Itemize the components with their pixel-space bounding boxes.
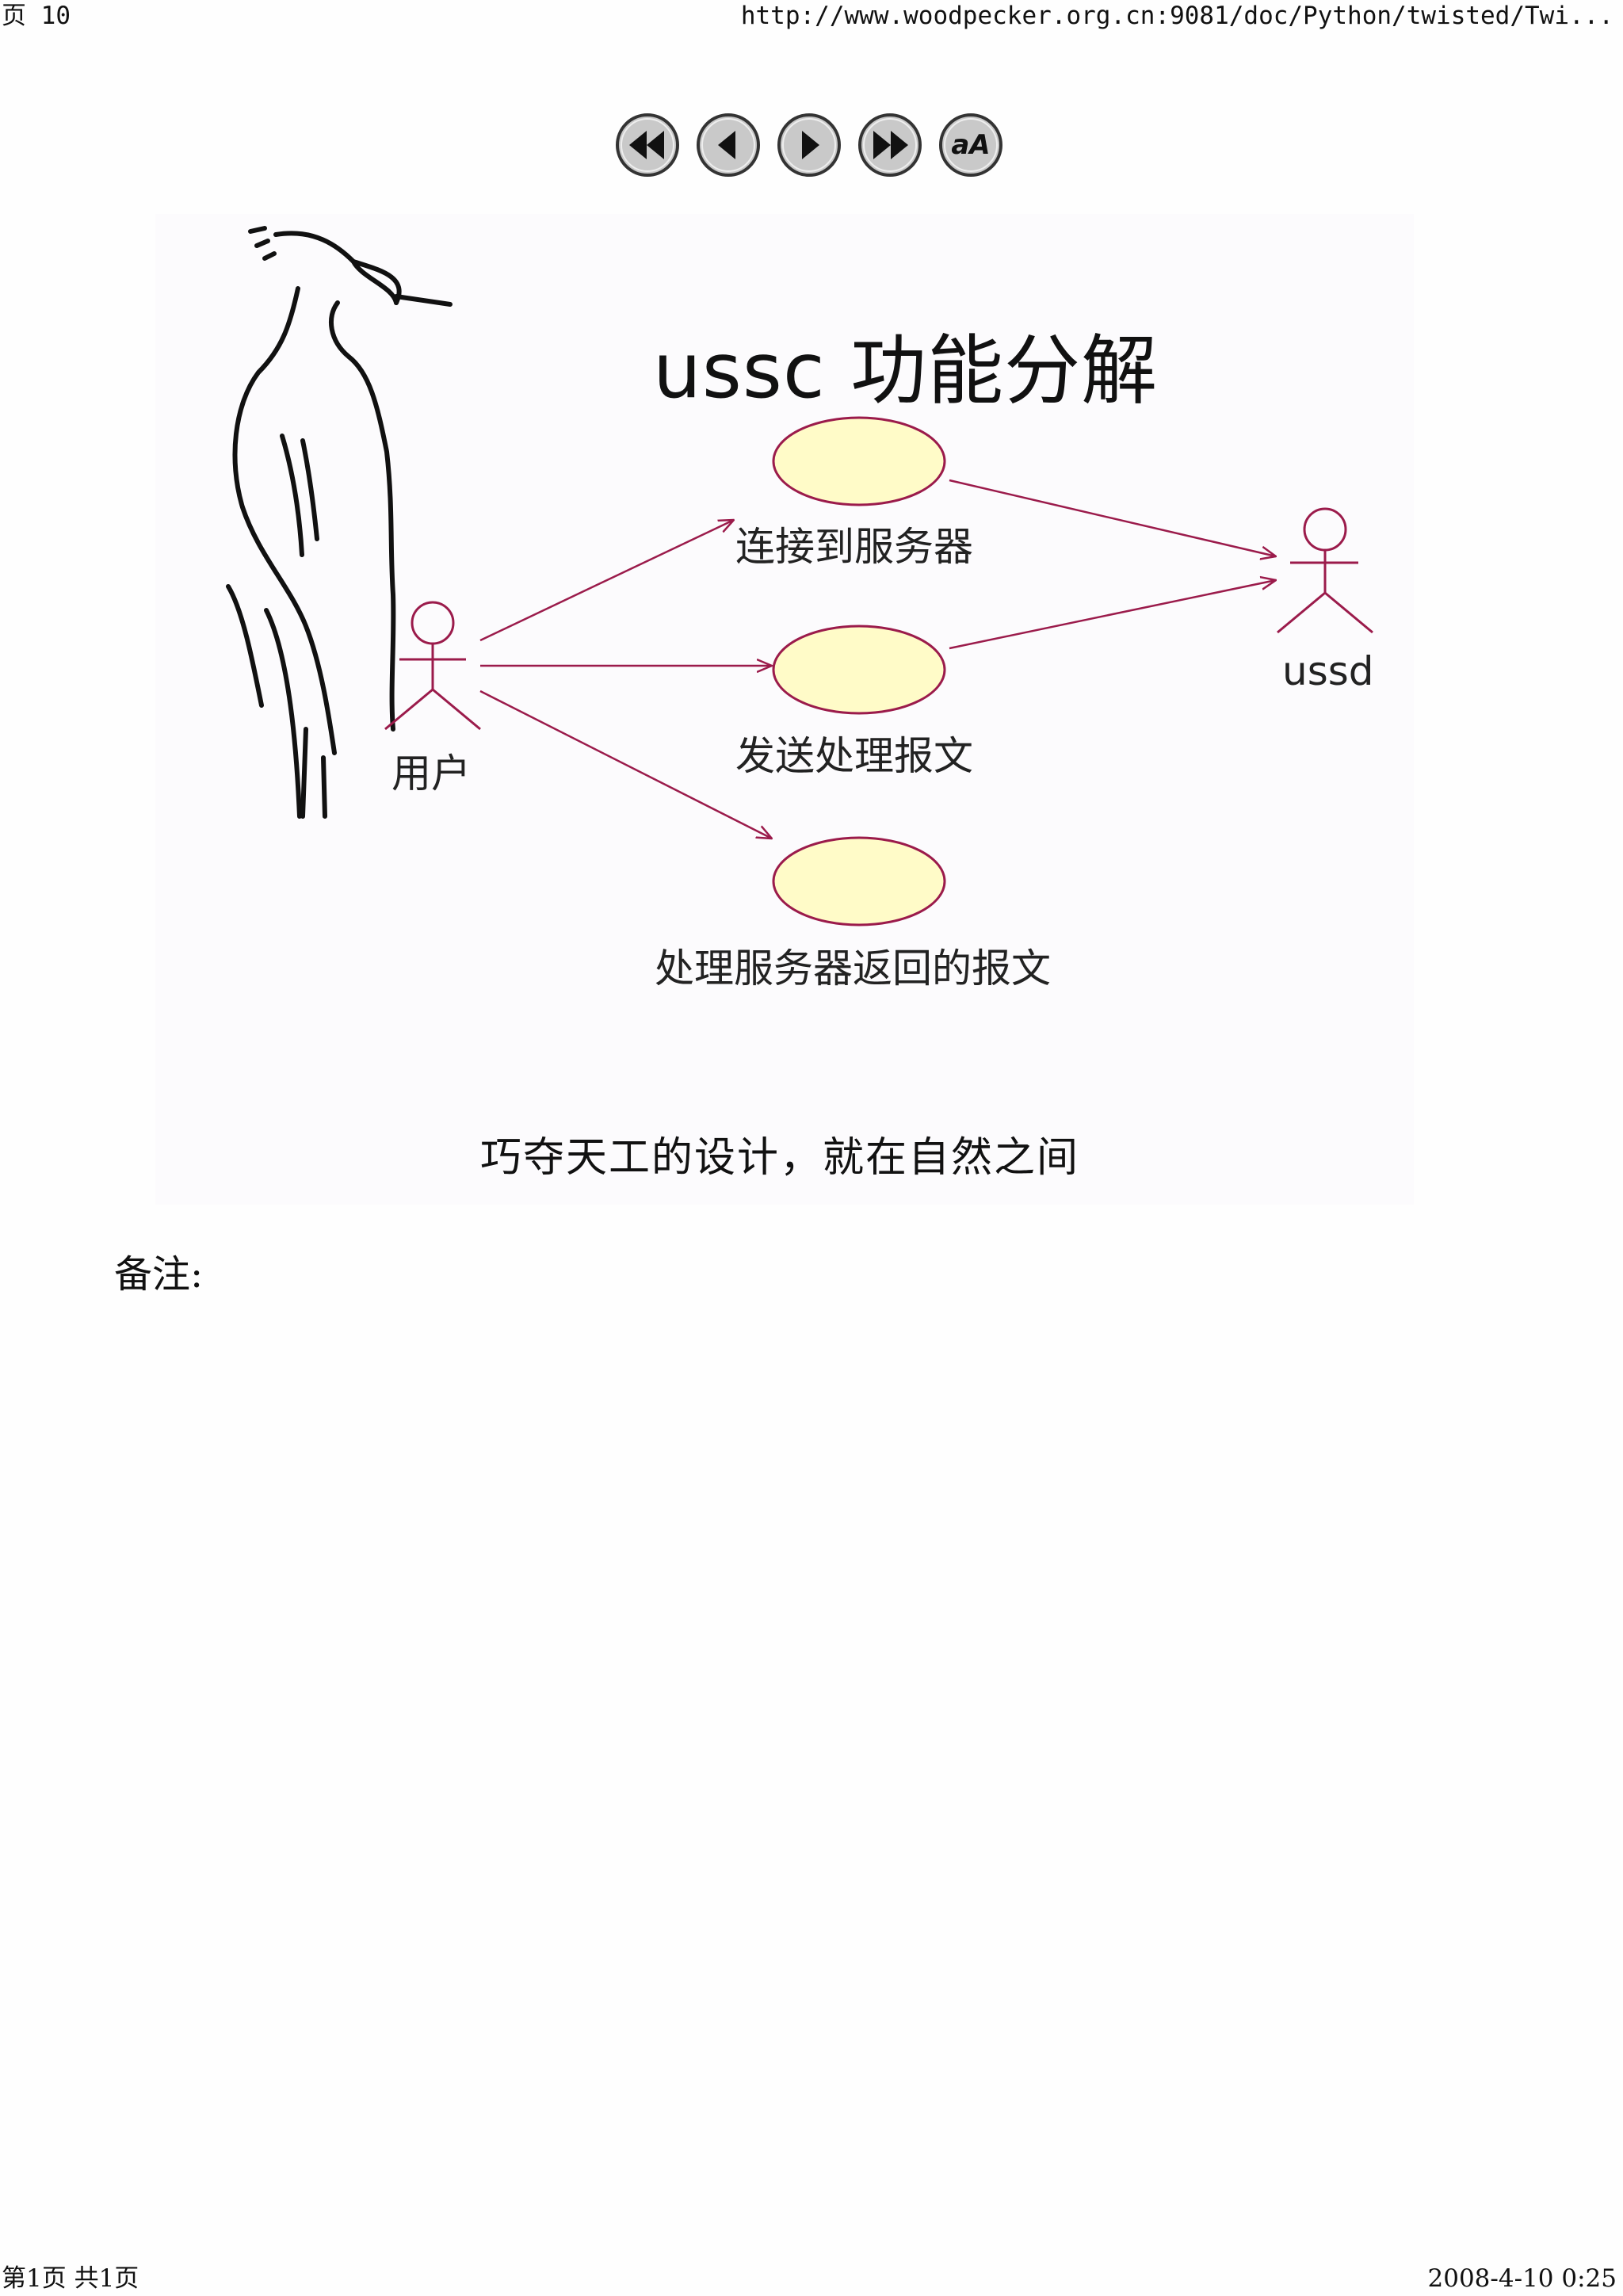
slide-title: ussc 功能分解 bbox=[653, 327, 1159, 415]
user-actor-label: 用户 bbox=[391, 751, 471, 797]
right-arrow-icon bbox=[777, 113, 841, 177]
page-count-label: 第1页 共1页 bbox=[2, 2264, 139, 2293]
slide-caption: 巧夺天工的设计，就在自然之间 bbox=[480, 1134, 1080, 1182]
next-slide-button[interactable] bbox=[777, 113, 842, 178]
print-datetime: 2008-4-10 0:25 bbox=[1427, 2264, 1617, 2293]
use-case-send-label: 发送处理报文 bbox=[735, 733, 973, 779]
print-header: 页 10 http://www.woodpecker.org.cn:9081/d… bbox=[0, 0, 1623, 32]
last-slide-button[interactable] bbox=[857, 113, 922, 178]
assoc-connect-ussd bbox=[949, 479, 1276, 556]
use-case-process-ellipse bbox=[772, 836, 946, 926]
notes-label: 备注: bbox=[114, 1252, 204, 1297]
ussd-actor-icon bbox=[1277, 507, 1373, 634]
prev-slide-button[interactable] bbox=[696, 113, 761, 178]
woodpecker-logo-icon bbox=[226, 226, 453, 819]
assoc-send-ussd bbox=[949, 580, 1276, 650]
use-case-send-ellipse bbox=[772, 625, 946, 715]
font-size-button[interactable]: aA bbox=[938, 113, 1003, 178]
first-slide-button[interactable] bbox=[615, 113, 680, 178]
use-case-diagram bbox=[226, 226, 1373, 926]
print-footer: 第1页 共1页 2008-4-10 0:25 bbox=[0, 2263, 1623, 2294]
assoc-user-connect bbox=[479, 520, 734, 642]
page-number-label: 页 10 bbox=[2, 2, 71, 30]
font-size-label: aA bbox=[951, 129, 990, 161]
ussd-actor-label: ussd bbox=[1282, 648, 1374, 694]
font-size-icon: aA bbox=[939, 113, 1002, 177]
use-case-connect-label: 连接到服务器 bbox=[735, 524, 973, 570]
use-case-process-label: 处理服务器返回的报文 bbox=[655, 946, 1051, 991]
left-arrow-icon bbox=[697, 113, 760, 177]
page-url[interactable]: http://www.woodpecker.org.cn:9081/doc/Py… bbox=[740, 2, 1613, 30]
use-case-connect-ellipse bbox=[772, 416, 946, 506]
double-right-arrow-icon bbox=[858, 113, 922, 177]
slide-image: ussc 功能分解 连接到服务器 发送处理报文 处理服务器返回的报文 用户 us… bbox=[155, 214, 1414, 1205]
assoc-user-process bbox=[479, 690, 772, 839]
user-actor-icon bbox=[384, 601, 481, 731]
double-left-arrow-icon bbox=[616, 113, 679, 177]
